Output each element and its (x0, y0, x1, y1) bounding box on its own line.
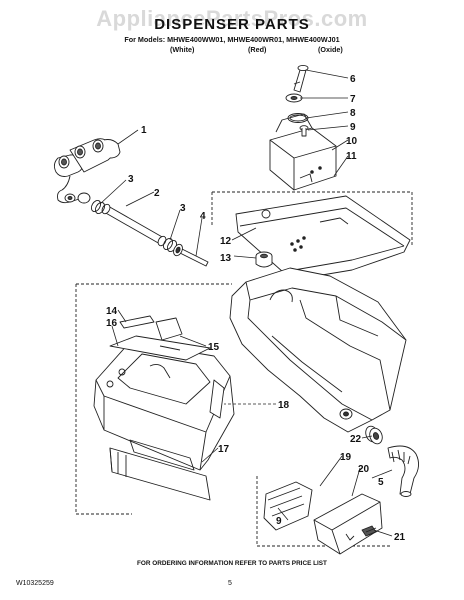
callout-8: 8 (350, 108, 356, 119)
callout-1: 1 (141, 125, 147, 136)
water-valve-part (53, 138, 121, 204)
page-number: 5 (228, 580, 232, 587)
drain-hose-part (387, 445, 419, 497)
shaft-part (293, 64, 309, 93)
drawer-front-part (109, 439, 211, 501)
callout-3a: 3 (128, 174, 134, 185)
callout-10: 10 (346, 136, 358, 147)
callout-9: 9 (350, 122, 356, 133)
callout-22: 22 (350, 434, 362, 445)
coupling-part (365, 425, 383, 445)
dispenser-cover-part (235, 195, 411, 281)
callout-19: 19 (340, 452, 352, 463)
ordering-note: FOR ORDERING INFORMATION REFER TO PARTS … (137, 560, 327, 567)
callout-2: 2 (154, 188, 160, 199)
callout-9b: 9 (276, 516, 282, 527)
callout-3b: 3 (180, 203, 186, 214)
watermark: AppliancePartsPros.com (96, 6, 368, 31)
callout-12: 12 (220, 236, 232, 247)
callout-11: 11 (346, 151, 357, 162)
variant-oxide: (Oxide) (318, 45, 343, 54)
document-number: W10325259 (16, 580, 54, 587)
actuator-motor-part (269, 113, 337, 191)
grommet-part (255, 251, 273, 268)
callout-7: 7 (350, 94, 356, 105)
callout-14: 14 (106, 306, 118, 317)
models-line: For Models: MHWE400WW01, MHWE400WR01, MH… (124, 35, 340, 44)
callout-21: 21 (394, 532, 406, 543)
connector-part (173, 243, 209, 267)
siphon-cap-part (109, 315, 211, 361)
callout-5: 5 (378, 477, 384, 488)
bracket-part (263, 481, 313, 531)
callout-18: 18 (278, 400, 290, 411)
callout-4: 4 (200, 211, 206, 222)
callout-20: 20 (358, 464, 370, 475)
dispenser-housing-part (229, 267, 407, 433)
screw-21-part (361, 525, 379, 537)
callout-17: 17 (218, 444, 230, 455)
inlet-hose-part (90, 199, 178, 253)
variant-red: (Red) (248, 45, 267, 54)
screw-part (299, 125, 309, 137)
callout-13: 13 (220, 253, 232, 264)
washer-part (285, 93, 303, 103)
page-title: DISPENSER PARTS (154, 16, 310, 33)
variant-white: (White) (170, 45, 195, 54)
callout-15: 15 (208, 342, 220, 353)
detergent-cup-part (313, 493, 383, 555)
callout-16: 16 (106, 318, 118, 329)
callout-6: 6 (350, 74, 356, 85)
